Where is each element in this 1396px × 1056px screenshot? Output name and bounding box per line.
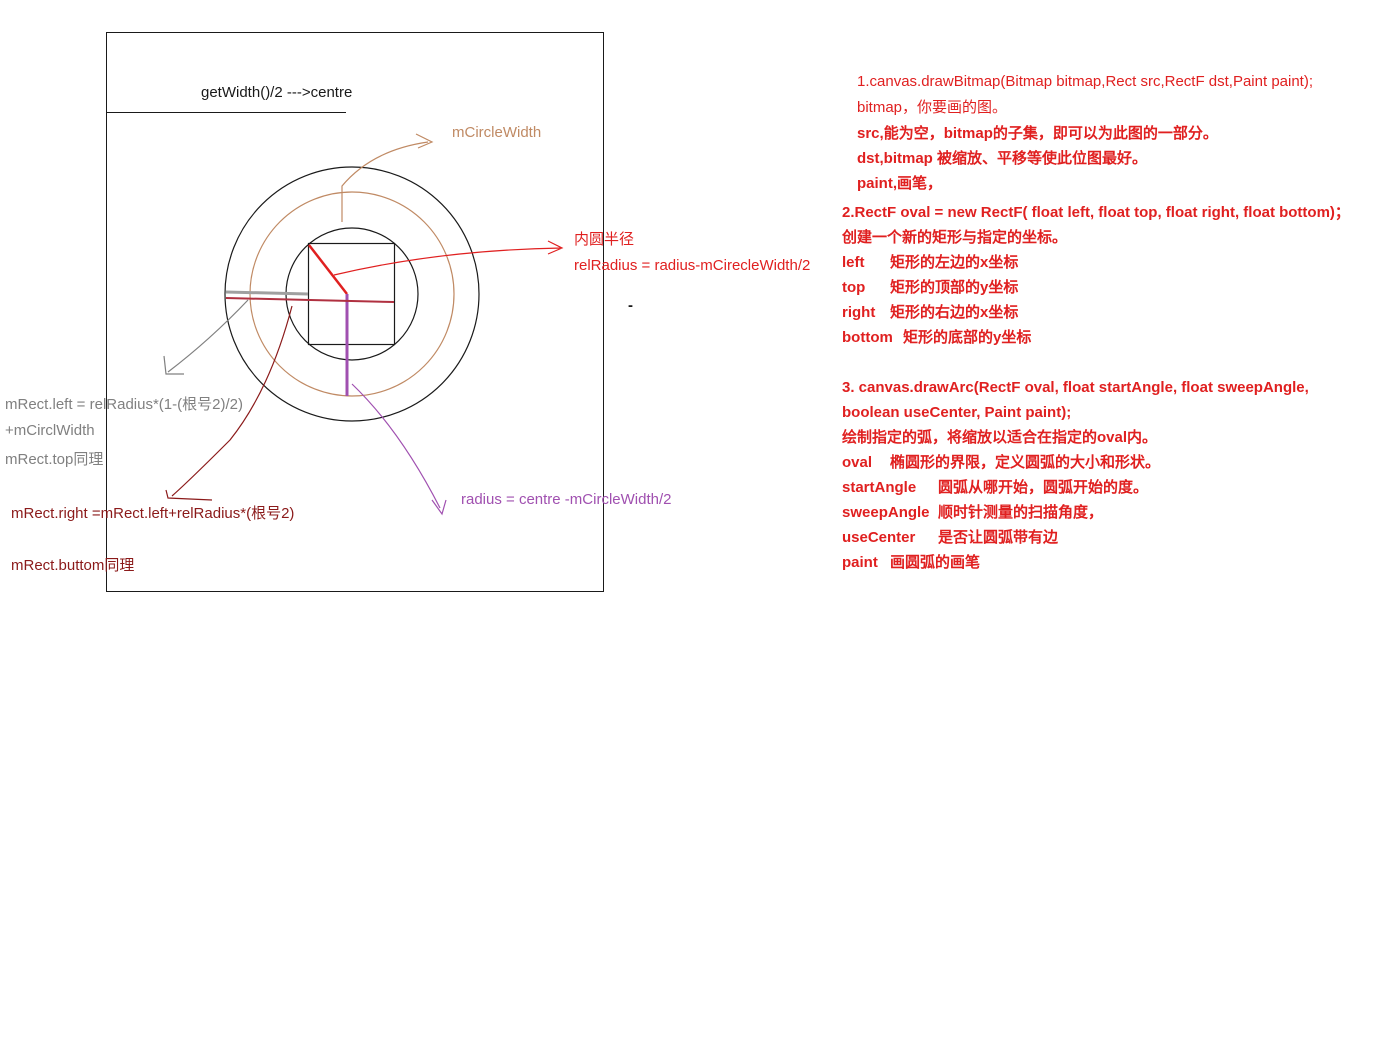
rectf-top-val: 矩形的顶部的y坐标 [890, 279, 1018, 297]
inner-radius-label: 内圆半径 [574, 231, 634, 249]
drawbitmap-paint: paint,画笔， [857, 175, 942, 193]
drawarc-oval-val: 椭圆形的界限，定义圆弧的大小和形状。 [890, 454, 1160, 472]
rectf-signature: 2.RectF oval = new RectF( float left, fl… [842, 204, 1350, 222]
rectf-right-val: 矩形的右边的x坐标 [890, 304, 1018, 322]
drawarc-paint-val: 画圆弧的画笔 [890, 554, 980, 572]
mrect-left-formula-cont: +mCirclWidth [5, 422, 95, 440]
rectf-bottom-key: bottom [842, 329, 893, 347]
mrect-bottom-note: mRect.buttom同理 [11, 557, 134, 575]
mrect-top-note: mRect.top同理 [5, 451, 103, 469]
mrect-right-formula: mRect.right =mRect.left+relRadius*(根号2) [11, 505, 294, 523]
drawarc-sweep-key: sweepAngle [842, 504, 930, 522]
drawarc-oval-key: oval [842, 454, 872, 472]
rectf-left-key: left [842, 254, 865, 272]
drawarc-desc: 绘制指定的弧，将缩放以适合在指定的oval内。 [842, 429, 1157, 447]
centre-label: getWidth()/2 --->centre [201, 84, 352, 102]
drawbitmap-bitmap: bitmap，你要画的图。 [857, 99, 1007, 117]
drawarc-start-val: 圆弧从哪开始，圆弧开始的度。 [938, 479, 1148, 497]
drawbitmap-signature: 1.canvas.drawBitmap(Bitmap bitmap,Rect s… [857, 73, 1313, 91]
radius-diagonal [309, 245, 347, 294]
dash-mark: - [628, 297, 633, 315]
rectf-right-key: right [842, 304, 875, 322]
mrect-square [309, 244, 395, 345]
radius-arrow [352, 384, 446, 514]
drawbitmap-src: src,能为空，bitmap的子集，即可以为此图的一部分。 [857, 125, 1218, 143]
drawbitmap-dst: dst,bitmap 被缩放、平移等使此位图最好。 [857, 150, 1147, 168]
drawarc-center-key: useCenter [842, 529, 915, 547]
rectf-desc: 创建一个新的矩形与指定的坐标。 [842, 229, 1067, 247]
rectf-top-key: top [842, 279, 865, 297]
rel-radius-formula: relRadius = radius-mCirecleWidth/2 [574, 257, 810, 275]
mrect-left-formula: mRect.left = relRadius*(1-(根号2)/2) [5, 396, 243, 414]
radius-formula: radius = centre -mCircleWidth/2 [461, 491, 671, 509]
drawarc-signature-2: boolean useCenter, Paint paint); [842, 404, 1071, 422]
ring-width-grey-stroke [226, 292, 308, 294]
ring-width-label: mCircleWidth [452, 124, 541, 142]
drawarc-start-key: startAngle [842, 479, 916, 497]
drawarc-signature-1: 3. canvas.drawArc(RectF oval, float star… [842, 379, 1309, 397]
drawarc-center-val: 是否让圆弧带有边 [938, 529, 1058, 547]
rectf-bottom-val: 矩形的底部的y坐标 [903, 329, 1031, 347]
drawarc-paint-key: paint [842, 554, 878, 572]
mrect-left-red-stroke [226, 298, 394, 302]
rectf-left-val: 矩形的左边的x坐标 [890, 254, 1018, 272]
mrect-left-arrow [164, 300, 248, 374]
ring-width-arrow [342, 134, 432, 222]
drawarc-sweep-val: 顺时针测量的扫描角度， [938, 504, 1103, 522]
